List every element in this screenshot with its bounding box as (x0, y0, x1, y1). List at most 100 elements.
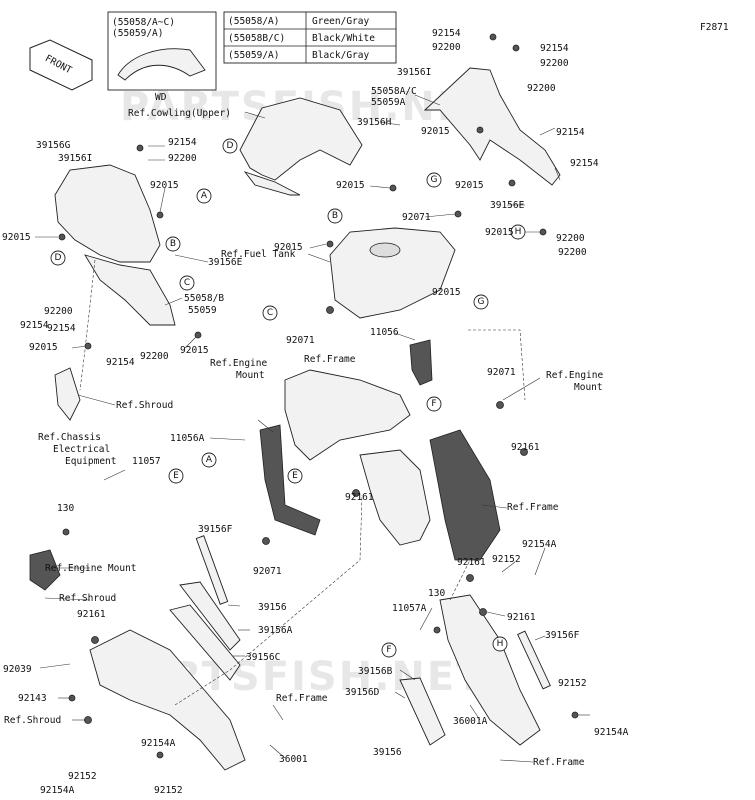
svg-text:D: D (55, 253, 62, 263)
label-l51: Electrical (53, 444, 110, 455)
label-l18: 92015 (336, 180, 365, 191)
label-l35: 92154 (570, 158, 599, 169)
color-code-3: (55059/A) (228, 50, 279, 61)
label-l11: 92154 (20, 320, 49, 331)
label-l85: 92154A (594, 727, 629, 738)
svg-text:B: B (332, 211, 338, 221)
fastener-group (58, 33, 579, 759)
label-l44: 11056A (170, 433, 205, 444)
color-name-2: Black/White (312, 33, 375, 44)
label-l57: 92071 (253, 566, 282, 577)
upper-cowling-part (239, 97, 363, 181)
label-l56: 39156F (198, 524, 233, 535)
label-l42: Ref.Engine (210, 358, 267, 369)
label-l87: 92154 (47, 323, 76, 334)
svg-text:A: A (206, 455, 213, 465)
label-l54: 130 (57, 503, 74, 514)
svg-text:C: C (267, 308, 273, 318)
callout-b-icon: B B (165, 208, 343, 252)
label-l72: 92154A (40, 785, 75, 796)
label-l50: Ref.Chassis (38, 432, 101, 443)
inner-cover-39156c-part (169, 604, 241, 681)
label-l28: 55058A/C (371, 86, 417, 97)
callout-a-icon: A A (196, 188, 217, 468)
svg-text:H: H (515, 227, 522, 237)
bracket-11056-part (409, 339, 433, 386)
svg-text:F: F (386, 645, 391, 655)
label-l30: 39156H (357, 117, 392, 128)
label-l39: 92015 (432, 287, 461, 298)
label-l47: Mount (574, 382, 603, 393)
label-l86: Ref.Frame (533, 757, 585, 768)
engine-mount-ref-part (29, 549, 61, 591)
callout-h-icon: H H (492, 224, 526, 652)
label-l48: 92161 (511, 442, 540, 453)
label-l67: Ref.Frame (276, 693, 328, 704)
label-l21: Ref.Fuel Tank (221, 249, 296, 260)
inner-cover-39156a-part (179, 581, 241, 651)
left-side-cowl-part (54, 164, 161, 263)
label-l15: 92015 (180, 345, 209, 356)
label-l63: 39156C (246, 652, 280, 663)
label-l33: 92154 (556, 127, 585, 138)
label-l73: 92161 (457, 557, 486, 568)
label-l80: 39156B (358, 666, 393, 677)
label-l58: Ref.Engine Mount (45, 563, 137, 574)
label-l64: 92039 (3, 664, 32, 675)
label-l25: 92154 (540, 43, 569, 54)
label-l45: 92071 (487, 367, 516, 378)
label-l8: 55058/B (184, 293, 224, 304)
label-l17: Ref.Cowling(Upper) (128, 108, 231, 119)
lower-left-cowl-part (89, 629, 246, 771)
label-l5: 92015 (150, 180, 179, 191)
callout-f-icon: F F (381, 396, 442, 658)
upper-cowling-lower-part (243, 171, 301, 196)
svg-text:F: F (431, 399, 436, 409)
label-l49: Ref.Frame (507, 502, 559, 513)
label-l76: 130 (428, 588, 445, 599)
callout-d-icon: D D (50, 138, 238, 266)
lower-right-cowl-part (439, 594, 541, 746)
strip-39156f-part (195, 535, 229, 605)
callout-g-icon: G G (426, 172, 489, 310)
label-l36: 39156E (490, 200, 525, 211)
label-l37: 92015 (485, 227, 514, 238)
frame-side-plate-part (429, 429, 501, 561)
color-code-2: (55058B/C) (228, 33, 285, 44)
label-l65: 92143 (18, 693, 47, 704)
svg-text:E: E (173, 471, 179, 481)
label-l46: Ref.Engine (546, 370, 603, 381)
label-l82: 92152 (558, 678, 587, 689)
label-l9: 55059 (188, 305, 217, 316)
label-l41: Ref.Frame (304, 354, 356, 365)
svg-text:G: G (431, 175, 438, 185)
leader-lines (35, 94, 590, 763)
fuel-cap-part (369, 242, 401, 258)
left-lower-cowl-part (84, 254, 176, 326)
label-l26: 39156I (397, 67, 431, 78)
color-name-1: Green/Gray (312, 16, 369, 27)
svg-text:C: C (184, 278, 190, 288)
label-l31: 92200 (527, 83, 556, 94)
label-l81: 39156D (345, 687, 380, 698)
front-arrow-icon: FRONT (29, 39, 93, 91)
label-l10: 92200 (44, 306, 73, 317)
frame-part (284, 369, 411, 461)
engine-mount-bracket-part (259, 424, 321, 536)
figure-id: F2871 (700, 22, 729, 33)
label-l62: 39156A (258, 625, 293, 636)
label-l24: 92200 (432, 42, 461, 53)
label-l71: 92152 (154, 785, 183, 796)
label-l1: 39156G (36, 140, 71, 151)
shroud-ref-part (54, 367, 81, 421)
label-l12: 92015 (29, 342, 58, 353)
inset-caption: WD (155, 92, 167, 103)
inset-code-1: (55058/A~C) (112, 17, 175, 28)
part-labels: 39156G 39156I 92154 92200 92015 92015 39… (2, 28, 629, 796)
label-l29: 55059A (371, 97, 406, 108)
label-l84: 39156 (373, 747, 402, 758)
label-l66: Ref.Shroud (4, 715, 61, 726)
label-l61: 39156 (258, 602, 287, 613)
